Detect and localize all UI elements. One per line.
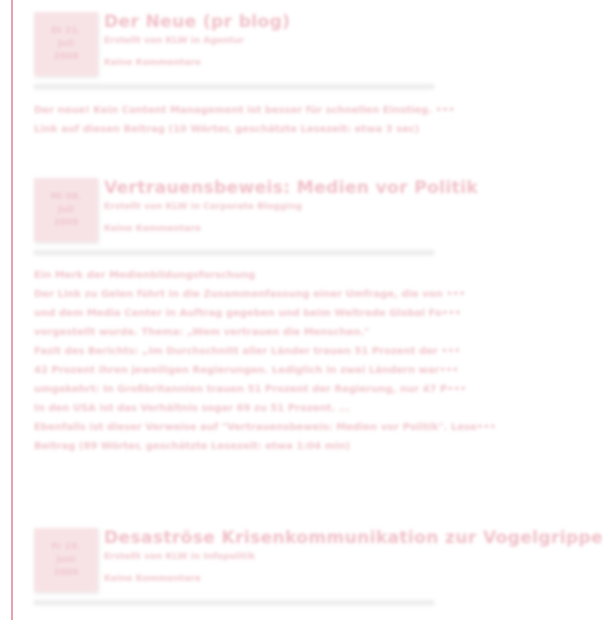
post-divider: [34, 84, 434, 88]
post-divider: [34, 600, 434, 604]
excerpt-line: Fazit des Berichts: „Im Durchschnitt all…: [34, 346, 461, 357]
blog-content: Di 21. Juli 2009 Der Neue (pr blog) Erst…: [34, 12, 603, 610]
excerpt-line: Der Link zu Gelen führt in die Zusammenf…: [34, 289, 466, 300]
excerpt-line: vorgestellt wurde. Thema: „Wem vertrauen…: [34, 327, 370, 338]
blog-post: Mi 08. Juli 2009 Vertrauensbeweis: Medie…: [34, 178, 478, 260]
post-author[interactable]: Erstellt von KLW in Infopolitik: [104, 552, 256, 562]
date-year: 2009: [53, 567, 79, 578]
post-author[interactable]: Erstellt von KLW in Agentur: [104, 36, 245, 46]
post-excerpt: Ein Merk der Medienbildungsforschung Der…: [34, 266, 497, 456]
excerpt-permalink[interactable]: Link auf diesen Beitrag (10 Wörter, gesc…: [34, 124, 420, 135]
post-header: Mi 08. Juli 2009 Vertrauensbeweis: Medie…: [34, 178, 478, 260]
post-comments-link[interactable]: Keine Kommentare: [104, 58, 201, 68]
date-day: Mi 08.: [50, 191, 82, 202]
date-month: Juli: [58, 204, 74, 215]
blog-post: Fr 19. Juni 2009 Desaströse Krisenkommun…: [34, 528, 603, 610]
date-year: 2009: [53, 217, 79, 228]
date-day: Fr 19.: [51, 541, 81, 552]
post-divider: [34, 250, 434, 254]
post-header: Fr 19. Juni 2009 Desaströse Krisenkommun…: [34, 528, 603, 610]
excerpt-permalink[interactable]: Beitrag (89 Wörter, geschätzte Lesezeit:…: [34, 441, 351, 452]
post-title-link[interactable]: Der Neue (pr blog): [104, 12, 291, 32]
excerpt-line[interactable]: Ebenfalls ist dieser Verweise auf "Vertr…: [34, 422, 497, 433]
post-header: Di 21. Juli 2009 Der Neue (pr blog) Erst…: [34, 12, 434, 94]
post-comments-link[interactable]: Keine Kommentare: [104, 574, 201, 584]
post-comments-link[interactable]: Keine Kommentare: [104, 224, 201, 234]
post-title-link[interactable]: Desaströse Krisenkommunikation zur Vogel…: [104, 528, 603, 548]
excerpt-line: umgekehrt: In Großbritannien trauen 51 P…: [34, 384, 467, 395]
excerpt-line: In den USA ist das Verhältnis sogar 69 z…: [34, 403, 351, 414]
date-month: Juni: [56, 554, 76, 565]
post-date: Mi 08. Juli 2009: [34, 178, 98, 242]
date-day: Di 21.: [51, 25, 81, 36]
post-title-link[interactable]: Vertrauensbeweis: Medien vor Politik: [104, 178, 479, 198]
excerpt-line: Der neue! Kein Content Management ist be…: [34, 105, 455, 116]
date-year: 2009: [53, 51, 79, 62]
page-left-rule: [11, 0, 13, 620]
post-excerpt: Der neue! Kein Content Management ist be…: [34, 101, 455, 139]
post-date: Fr 19. Juni 2009: [34, 528, 98, 592]
blog-post: Di 21. Juli 2009 Der Neue (pr blog) Erst…: [34, 12, 434, 94]
excerpt-line: Ein Merk der Medienbildungsforschung: [34, 270, 256, 281]
post-date: Di 21. Juli 2009: [34, 12, 98, 76]
date-month: Juli: [58, 38, 74, 49]
post-author[interactable]: Erstellt von KLW in Corporate Blogging: [104, 202, 303, 212]
excerpt-line: 42 Prozent ihren jeweiligen Regierungen.…: [34, 365, 459, 376]
excerpt-line: und dem Media Center in Auftrag gegeben …: [34, 308, 461, 319]
